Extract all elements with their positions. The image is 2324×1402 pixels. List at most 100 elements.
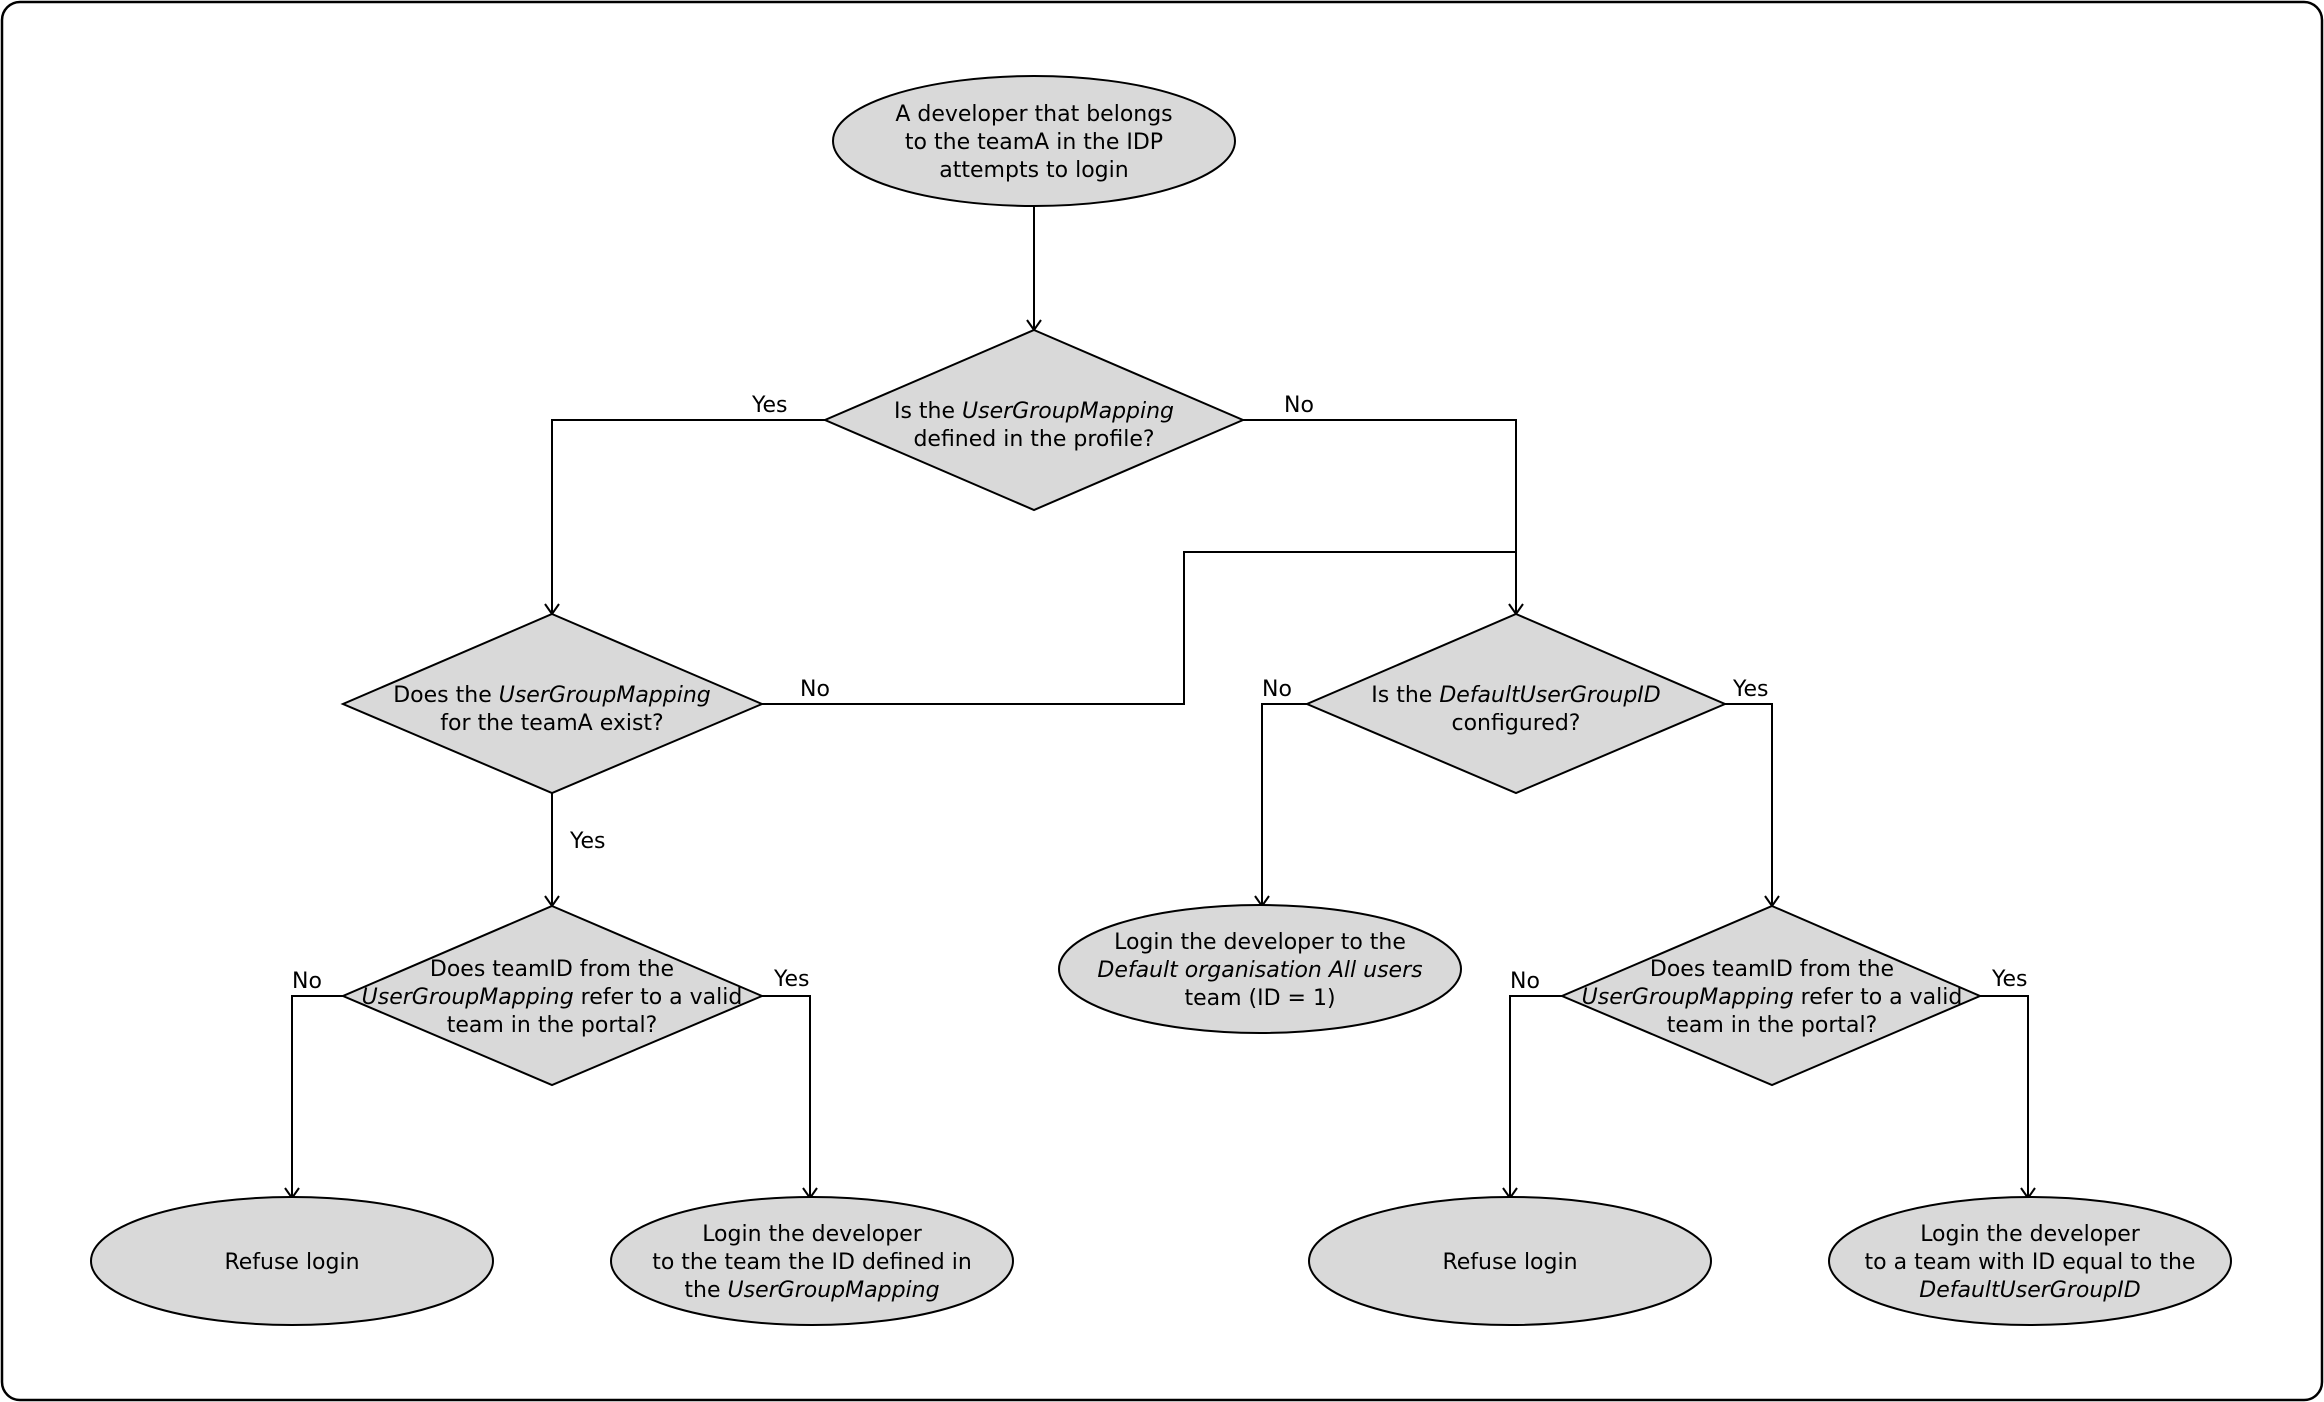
edge-default-yes	[1725, 703, 1773, 904]
edge-labels: Yes No No Yes No Yes No Yes No Yes	[292, 393, 2028, 994]
node-text-run: to the teamA in the IDP	[905, 130, 1163, 155]
node-text-line: Is the UserGroupMapping	[894, 399, 1174, 424]
edge-label-right-valid-no: No	[1510, 969, 1540, 994]
default-configured-diamond	[1304, 612, 1728, 795]
login-default-id-ellipse	[1828, 1196, 2232, 1326]
node-text-italic: UserGroupMapping	[728, 1278, 940, 1303]
edge-label-default-no: No	[1262, 677, 1292, 702]
node-text-line: team in the portal?	[1667, 1013, 1878, 1038]
node-text-italic: DefaultUserGroupID	[1919, 1278, 2140, 1303]
node-text-run: to the team the ID defined in	[652, 1250, 972, 1275]
node-text-run: Login the developer	[1920, 1222, 2141, 1247]
node-text-line: defined in the profile?	[913, 427, 1154, 452]
login-mapping-text: Login the developer to the team the ID de…	[652, 1222, 972, 1303]
node-text-italic: UserGroupMapping	[362, 985, 574, 1010]
node-text-run: refer to a valid	[574, 985, 743, 1010]
node-start: A developer that belongs to the teamA in …	[832, 75, 1236, 207]
node-text-line: DefaultUserGroupID	[1919, 1278, 2140, 1303]
team-valid-right-diamond	[1559, 904, 1983, 1087]
node-text-line: A developer that belongs	[895, 102, 1172, 127]
node-text-run: Does teamID from the	[430, 957, 674, 982]
node-text-italic: Default organisation All users	[1097, 958, 1422, 983]
team-valid-left-diamond	[340, 904, 765, 1087]
refuse-right-text: Refuse login	[1442, 1250, 1577, 1275]
mapping-exists-text: Does the UserGroupMapping for the teamA e…	[393, 683, 711, 736]
edge-label-left-valid-yes: Yes	[773, 967, 810, 992]
node-text-run: team in the portal?	[447, 1013, 658, 1038]
edges	[284, 206, 2036, 1200]
edge-label-defined-no: No	[1284, 393, 1314, 418]
edge-right-valid-yes	[1980, 995, 2029, 1196]
node-login-mapping: Login the developer to the team the ID de…	[610, 1196, 1014, 1326]
node-text-run: Refuse login	[224, 1250, 359, 1275]
login-default-id-text: Login the developer to a team with ID equ…	[1865, 1222, 2196, 1303]
node-text-run: A developer that belongs	[895, 102, 1172, 127]
edge-right-valid-no	[1509, 995, 1562, 1196]
node-text-italic: UserGroupMapping	[962, 399, 1174, 424]
mapping-exists-diamond	[340, 612, 765, 795]
node-text-line: UserGroupMapping refer to a valid	[1582, 985, 1963, 1010]
node-text-run: configured?	[1451, 711, 1580, 736]
node-text-line: Refuse login	[1442, 1250, 1577, 1275]
node-text-run: Does the	[393, 683, 499, 708]
login-default-org-ellipse	[1058, 904, 1462, 1034]
node-text-line: to the team the ID defined in	[652, 1250, 972, 1275]
node-text-line: Login the developer	[702, 1222, 923, 1247]
node-mapping-defined: Is the UserGroupMapping defined in the pr…	[822, 328, 1246, 512]
node-text-run: Is the	[894, 399, 962, 424]
node-text-run: for the teamA exist?	[440, 711, 664, 736]
edge-label-default-yes: Yes	[1732, 677, 1769, 702]
node-text-line: UserGroupMapping refer to a valid	[362, 985, 743, 1010]
node-text-line: Does the UserGroupMapping	[393, 683, 711, 708]
node-text-line: for the teamA exist?	[440, 711, 664, 736]
node-text-line: to the teamA in the IDP	[905, 130, 1163, 155]
node-text-italic: UserGroupMapping	[499, 683, 711, 708]
node-text-line: Does teamID from the	[430, 957, 674, 982]
refuse-left-text: Refuse login	[224, 1250, 359, 1275]
node-text-run: Login the developer	[702, 1222, 923, 1247]
refuse-right-ellipse	[1308, 1196, 1712, 1326]
edge-default-no	[1261, 703, 1307, 904]
node-text-line: Login the developer	[1920, 1222, 2141, 1247]
node-text-run: team in the portal?	[1667, 1013, 1878, 1038]
node-text-run: Login the developer to the	[1114, 930, 1406, 955]
node-text-italic: UserGroupMapping	[1582, 985, 1794, 1010]
node-text-italic: DefaultUserGroupID	[1439, 683, 1660, 708]
node-text-line: attempts to login	[939, 158, 1128, 183]
edge-label-exists-no: No	[800, 677, 830, 702]
start-ellipse	[832, 75, 1236, 207]
node-text-line: Login the developer to the	[1114, 930, 1406, 955]
edge-exists-no	[762, 551, 1516, 705]
edge-defined-yes	[551, 419, 825, 612]
node-mapping-exists: Does the UserGroupMapping for the teamA e…	[340, 612, 765, 795]
node-text-run: the	[684, 1278, 727, 1303]
edge-label-defined-yes: Yes	[751, 393, 788, 418]
node-login-default-id: Login the developer to a team with ID equ…	[1828, 1196, 2232, 1326]
default-configured-text: Is the DefaultUserGroupID configured?	[1371, 683, 1660, 736]
node-text-line: the UserGroupMapping	[684, 1278, 939, 1303]
node-text-run: Does teamID from the	[1650, 957, 1894, 982]
node-text-run: team (ID = 1)	[1184, 986, 1335, 1011]
node-text-line: team in the portal?	[447, 1013, 658, 1038]
node-text-run: Refuse login	[1442, 1250, 1577, 1275]
node-text-line: configured?	[1451, 711, 1580, 736]
node-text-line: Is the DefaultUserGroupID	[1371, 683, 1660, 708]
edge-label-right-valid-yes: Yes	[1991, 967, 2028, 992]
node-text-run: refer to a valid	[1794, 985, 1963, 1010]
node-default-configured: Is the DefaultUserGroupID configured?	[1304, 612, 1728, 795]
node-text-line: Refuse login	[224, 1250, 359, 1275]
node-text-run: attempts to login	[939, 158, 1128, 183]
edge-label-exists-yes: Yes	[569, 829, 606, 854]
edge-left-valid-yes	[762, 995, 811, 1196]
edge-left-valid-no	[291, 995, 343, 1196]
node-text-line: team (ID = 1)	[1184, 986, 1335, 1011]
edge-defined-no	[1243, 419, 1517, 612]
node-text-line: to a team with ID equal to the	[1865, 1250, 2196, 1275]
node-refuse-left: Refuse login	[90, 1196, 494, 1326]
